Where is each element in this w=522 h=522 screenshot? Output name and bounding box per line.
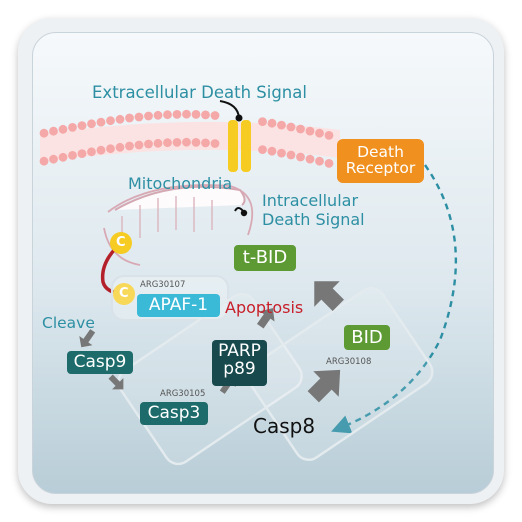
apaf1-node: APAF-1 [137, 294, 220, 317]
phospholipid-head [286, 150, 296, 160]
phospholipid-head [87, 119, 96, 129]
phospholipid-head [210, 111, 220, 120]
pathway-arrows [79, 281, 344, 403]
phospholipid-head [77, 149, 87, 159]
phospholipid-head [296, 124, 305, 134]
phospholipid-head [49, 126, 58, 136]
cytochrome-c-b-label: C [119, 286, 129, 301]
cytochrome-c-a-icon [110, 232, 132, 254]
parp-label-line2: p89 [223, 358, 256, 379]
phospholipid-head [315, 156, 324, 166]
casp9-node: Casp9 [67, 351, 133, 374]
phospholipid-head [182, 137, 191, 147]
phospholipid-head [68, 151, 77, 160]
bid-to-tbid-arrow [314, 281, 344, 311]
death-receptor-label-line2: Receptor [345, 159, 416, 178]
death-receptor-label-line1: Death [357, 143, 404, 161]
parp-p89-node: PARP p89 [212, 340, 267, 386]
phospholipid-head [87, 147, 96, 157]
casp3-node: Casp3 [140, 402, 208, 425]
phospholipid-head [115, 114, 125, 124]
phospholipid-head [163, 138, 172, 148]
intracellular-death-signal-label-line1: Intracellular [262, 191, 359, 210]
phospholipid-head [277, 148, 286, 158]
phospholipid-head [277, 120, 286, 130]
bid-node: BID [344, 325, 390, 350]
phospholipid-head [296, 152, 305, 162]
cell-membrane [39, 109, 340, 168]
phospholipid-head [201, 110, 210, 120]
extracellular-death-signal-label: Extracellular Death Signal [92, 83, 307, 102]
phospholipid-head [286, 122, 296, 132]
phospholipid-head [68, 123, 77, 132]
phospholipid-head [125, 141, 134, 151]
phospholipid-head [144, 139, 153, 149]
phospholipid-head [324, 131, 334, 140]
cytochrome-c-a-label: C [116, 235, 126, 250]
phospholipid-head [172, 138, 182, 147]
phospholipid-head [182, 109, 191, 119]
phospholipid-head [96, 117, 106, 127]
phospholipid-head [49, 154, 58, 164]
phospholipid-head [153, 138, 163, 148]
phospholipid-head [58, 124, 68, 134]
apaf1-catalog-number: ARG30107 [140, 280, 186, 290]
phospholipid-head [77, 121, 87, 130]
casp9-to-casp3-arrow [108, 374, 124, 390]
casp8-to-bid-arrow [307, 369, 341, 403]
casp8-catalog-number: ARG30108 [326, 357, 372, 367]
casp3-catalog-number: ARG30105 [160, 389, 206, 399]
phospholipid-head [134, 112, 144, 122]
phospholipid-head [267, 146, 277, 156]
intracellular-death-signal-label-line2: Death Signal [262, 210, 365, 229]
cleave-arrow [79, 329, 96, 348]
phospholipid-head [115, 142, 125, 152]
phospholipid-head [153, 110, 163, 120]
casp8-label: Casp8 [253, 414, 316, 438]
phospholipid-head [39, 128, 49, 138]
phospholipid-head [39, 156, 49, 166]
death-receptor-node: Death Receptor [337, 139, 424, 183]
phospholipid-head [305, 154, 315, 164]
phospholipid-head [191, 110, 201, 119]
phospholipid-head [106, 144, 115, 154]
phospholipid-head [324, 159, 334, 168]
phospholipid-head [134, 140, 144, 150]
apoptosis-label: Apoptosis [225, 298, 304, 317]
mitochondria-label: Mitochondria [128, 174, 233, 193]
phospholipid-head [258, 145, 267, 155]
phospholipid-head [172, 110, 182, 119]
phospholipid-head [96, 145, 106, 155]
parp-to-apoptosis-arrow [256, 308, 275, 329]
cytochrome-c-b-icon [113, 283, 135, 305]
phospholipid-head [210, 139, 220, 148]
phospholipid-head [191, 138, 201, 147]
phospholipid-head [125, 113, 134, 123]
mitochondrion [103, 184, 254, 266]
phospholipid-head [144, 111, 153, 121]
cleave-label: Cleave [42, 314, 95, 332]
phospholipid-head [58, 152, 68, 162]
phospholipid-head [305, 126, 315, 136]
parp-label-line1: PARP [218, 341, 261, 361]
phospholipid-head [106, 116, 115, 126]
tbid-node: t-BID [234, 245, 296, 271]
membrane-receptor-channel [219, 100, 251, 172]
phospholipid-head [163, 110, 172, 120]
phospholipid-head [315, 128, 324, 138]
phospholipid-head [258, 117, 267, 126]
phospholipid-head [201, 138, 210, 148]
phospholipid-head [267, 118, 277, 128]
